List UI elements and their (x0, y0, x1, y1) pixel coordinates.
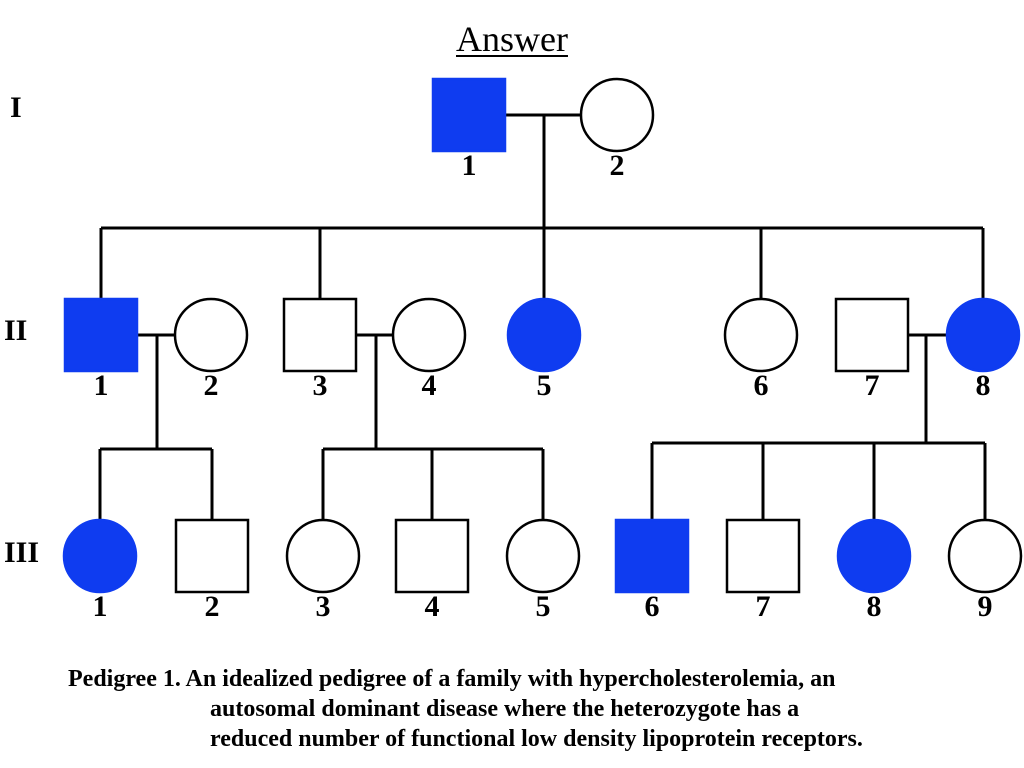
title-text: Answer (456, 19, 568, 59)
individual-labels: 1 2 1 2 3 4 5 6 7 8 1 2 3 4 5 6 7 8 9 (93, 149, 993, 623)
unaffected-female-iii-9 (947, 518, 1023, 594)
individual-number-i-1: 1 (462, 149, 477, 182)
individual-symbols (62, 77, 1023, 594)
caption-line-1: Pedigree 1. An idealized pedigree of a f… (68, 666, 836, 692)
individual-number-iii-9: 9 (978, 590, 993, 623)
individual-number-iii-1: 1 (93, 590, 108, 623)
generation-label-i: I (10, 91, 22, 124)
individual-number-ii-8: 8 (976, 369, 991, 402)
individual-number-ii-4: 4 (422, 369, 437, 402)
affected-female-ii-8 (945, 297, 1021, 373)
individual-number-ii-7: 7 (865, 369, 880, 402)
individual-number-ii-3: 3 (313, 369, 328, 402)
affected-female-ii-5 (506, 297, 582, 373)
individual-number-ii-1: 1 (94, 369, 109, 402)
affected-male-ii-1 (63, 297, 139, 373)
individual-number-iii-5: 5 (536, 590, 551, 623)
caption-line-2: autosomal dominant disease where the het… (210, 696, 800, 722)
generation-label-iii: III (4, 536, 39, 569)
unaffected-male-iii-4 (394, 518, 470, 594)
individual-number-iii-3: 3 (316, 590, 331, 623)
unaffected-female-ii-4 (391, 297, 467, 373)
figure-caption: Pedigree 1. An idealized pedigree of a f… (68, 664, 1008, 754)
caption-line-3: reduced number of functional low density… (210, 726, 863, 752)
individual-number-ii-5: 5 (537, 369, 552, 402)
unaffected-female-iii-3 (285, 518, 361, 594)
generation-label-ii: II (4, 314, 27, 347)
unaffected-female-ii-6 (723, 297, 799, 373)
individual-number-iii-6: 6 (645, 590, 660, 623)
affected-female-iii-1 (62, 518, 138, 594)
unaffected-male-ii-3 (282, 297, 358, 373)
individual-number-iii-7: 7 (756, 590, 771, 623)
affected-male-iii-6 (614, 518, 690, 594)
unaffected-female-i-2 (579, 77, 655, 153)
unaffected-male-ii-7 (834, 297, 910, 373)
affected-female-iii-8 (836, 518, 912, 594)
individual-number-ii-2: 2 (204, 369, 219, 402)
individual-number-iii-4: 4 (425, 590, 440, 623)
pedigree-title: Answer (0, 18, 1024, 60)
individual-number-i-2: 2 (610, 149, 625, 182)
individual-number-iii-2: 2 (205, 590, 220, 623)
unaffected-female-iii-5 (505, 518, 581, 594)
affected-male-i-1 (431, 77, 507, 153)
individual-number-ii-6: 6 (754, 369, 769, 402)
unaffected-male-iii-2 (174, 518, 250, 594)
unaffected-female-ii-2 (173, 297, 249, 373)
individual-number-iii-8: 8 (867, 590, 882, 623)
unaffected-male-iii-7 (725, 518, 801, 594)
